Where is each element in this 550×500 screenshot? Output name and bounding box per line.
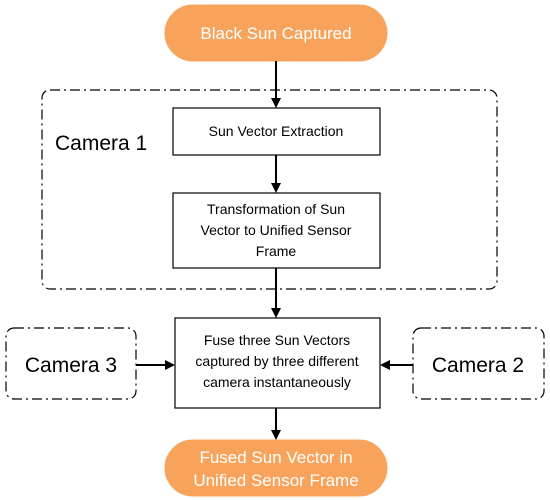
fuse-node-line-2: captured by three different (195, 353, 358, 369)
transform-node-line-1: Transformation of Sun (207, 201, 345, 217)
fuse-node: Fuse three Sun Vectors captured by three… (174, 317, 381, 409)
camera-3-group-border (5, 327, 137, 400)
fuse-node-line-3: camera instantaneously (203, 374, 351, 390)
extract-node-box (172, 107, 381, 156)
end-node-line-1: Fused Sun Vector in (199, 448, 352, 467)
end-node: Fused Sun Vector in Unified Sensor Frame (164, 439, 388, 497)
camera-3-label: Camera 3 (25, 354, 117, 377)
extract-node-label: Sun Vector Extraction (209, 123, 344, 139)
camera-1-group-border (41, 89, 498, 290)
end-node-line-2: Unified Sensor Frame (193, 471, 358, 490)
camera-3-group: Camera 3 (5, 327, 137, 400)
start-node: Black Sun Captured (164, 4, 388, 62)
transform-node-box (172, 192, 381, 269)
camera-2-label: Camera 2 (432, 354, 524, 377)
start-node-label: Black Sun Captured (200, 24, 351, 43)
transform-node-line-3: Frame (256, 243, 297, 259)
camera-1-group: Camera 1 (41, 89, 498, 290)
end-node-shape (164, 439, 388, 497)
transform-node: Transformation of Sun Vector to Unified … (172, 192, 381, 269)
fuse-node-box (174, 317, 381, 409)
fuse-node-line-1: Fuse three Sun Vectors (204, 332, 350, 348)
camera-2-group-border (412, 327, 545, 400)
camera-1-label: Camera 1 (55, 132, 147, 155)
transform-node-line-2: Vector to Unified Sensor (201, 222, 352, 238)
extract-node: Sun Vector Extraction (172, 107, 381, 156)
camera-2-group: Camera 2 (412, 327, 545, 400)
